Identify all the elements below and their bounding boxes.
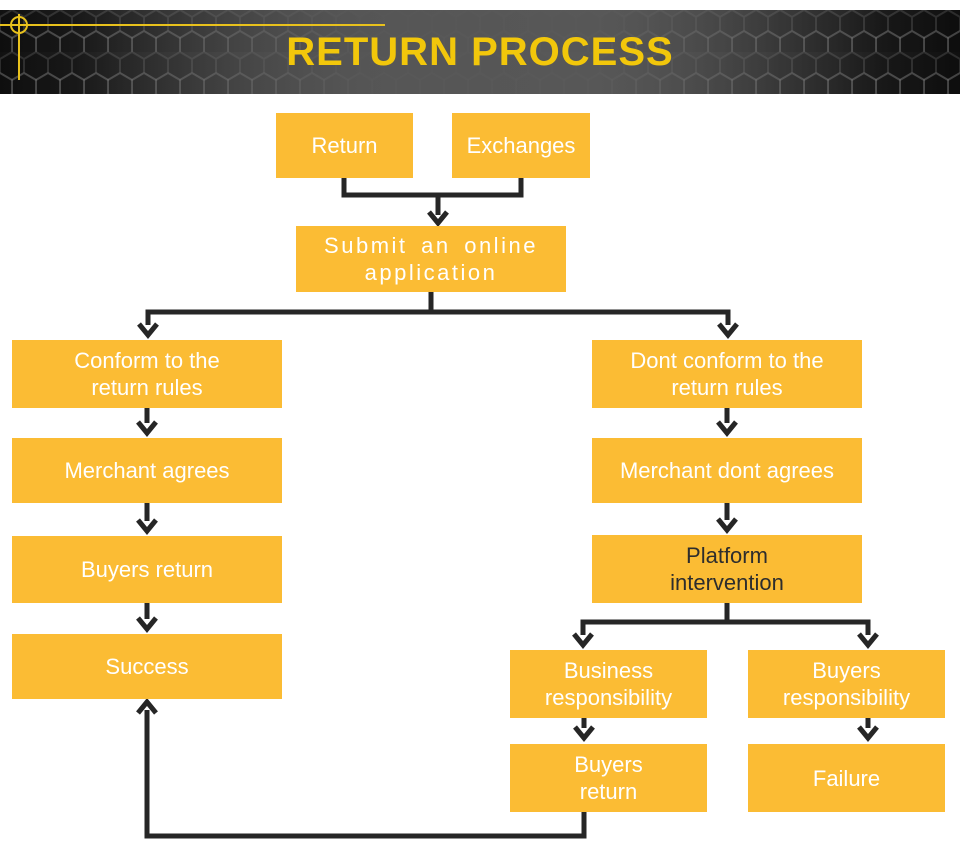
node-label: Business <box>563 658 654 683</box>
node-label: Return <box>311 133 378 158</box>
node-label: Buyers <box>812 658 881 683</box>
node-exchanges: Exchanges <box>452 113 590 178</box>
node-dont-conform-rules: Dont conform to the return rules <box>592 340 862 408</box>
node-label: Merchant agrees <box>64 458 230 483</box>
header-banner: RETURN PROCESS <box>0 10 960 94</box>
node-label: Dont conform to the <box>630 348 824 373</box>
node-label: Failure <box>812 765 881 791</box>
node-label: intervention <box>670 570 784 595</box>
node-conform-rules: Conform to the return rules <box>12 340 282 408</box>
node-label: application <box>364 260 498 285</box>
node-label: Exchanges <box>466 133 576 158</box>
node-buyers-return-bottom: Buyers return <box>510 744 707 812</box>
node-label: return <box>579 779 638 804</box>
node-buyers-responsibility: Buyers responsibility <box>748 650 945 718</box>
page-title: RETURN PROCESS <box>286 29 674 74</box>
node-label: Success <box>105 654 189 679</box>
node-merchant-dont-agrees: Merchant dont agrees <box>592 438 862 503</box>
node-label: Conform to the <box>74 348 220 373</box>
node-label: return rules <box>671 375 783 400</box>
node-return: Return <box>276 113 413 178</box>
node-success: Success <box>12 634 282 699</box>
node-label: Platform <box>686 543 768 568</box>
node-buyers-return-left: Buyers return <box>12 536 282 603</box>
node-label: Buyers return <box>80 557 214 582</box>
node-platform-intervention: Platform intervention <box>592 535 862 603</box>
crosshair-accent-icon <box>0 14 385 80</box>
node-label: responsibility <box>544 685 673 710</box>
node-label: Buyers <box>574 752 643 777</box>
node-label: return rules <box>91 375 203 400</box>
node-failure: Failure <box>748 744 945 812</box>
node-submit-application: Submit an online application <box>296 226 566 292</box>
node-merchant-agrees: Merchant agrees <box>12 438 282 503</box>
node-business-responsibility: Business responsibility <box>510 650 707 718</box>
node-label: Submit an online <box>324 233 538 258</box>
node-label: Merchant dont agrees <box>619 458 835 483</box>
node-label: responsibility <box>782 685 911 710</box>
